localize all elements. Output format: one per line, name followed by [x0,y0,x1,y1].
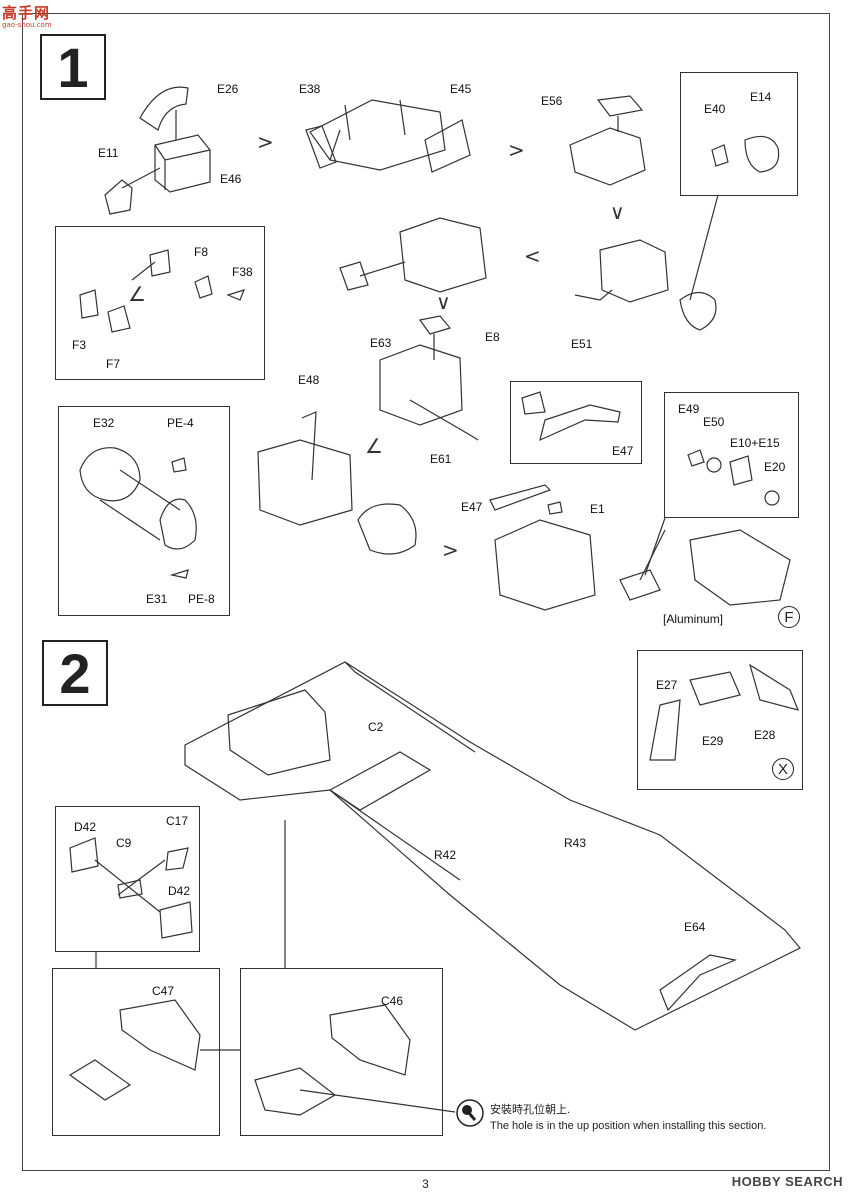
watermark-url: gao-shou.com [2,21,52,29]
part-label-f7: F7 [106,357,121,371]
part-label-e45: E45 [450,82,472,96]
part-label-e10-e15: E10+E15 [730,436,780,450]
part-label-e29: E29 [702,734,724,748]
part-label-e50: E50 [703,415,725,429]
installation-note: 安裝時孔位朝上. The hole is in the up position … [490,1102,766,1134]
part-label-e38: E38 [299,82,321,96]
part-label-c17: C17 [166,814,189,828]
detail-box-d42-c17 [55,806,200,952]
part-label-e56: E56 [541,94,563,108]
flow-arrow-right: > [442,538,459,562]
part-label-d42-bottom: D42 [168,884,191,898]
part-label-e51: E51 [571,337,593,351]
detail-box-c47 [52,968,220,1136]
footer-brand-watermark: HOBBY SEARCH [731,1174,843,1189]
page-frame [22,13,830,1171]
part-label-c9: C9 [116,836,132,850]
watermark-logo: 高手网 gao-shou.com [2,2,68,29]
part-label-pe4: PE-4 [167,416,194,430]
watermark-brand: 高手网 [2,4,51,22]
detail-box-c46 [240,968,443,1136]
caution-icon [456,1099,484,1127]
part-label-e27: E27 [656,678,678,692]
part-label-e1: E1 [590,502,605,516]
detail-box-e47 [510,381,642,464]
option-mark-x: X [772,758,794,780]
part-label-f3: F3 [72,338,87,352]
part-label-e61: E61 [430,452,452,466]
note-english: The hole is in the up position when inst… [490,1120,767,1132]
part-label-d42-top: D42 [74,820,97,834]
part-label-e64: E64 [684,920,706,934]
part-label-e26: E26 [217,82,239,96]
part-label-c46: C46 [381,994,404,1008]
part-label-e47-detail: E47 [612,444,634,458]
flow-arrow-down: ∨ [436,290,451,314]
part-label-e32: E32 [93,416,115,430]
detail-box-e40-e14 [680,72,798,196]
part-label-c47: C47 [152,984,175,998]
detail-box-e32-e31 [58,406,230,616]
step-number-2: 2 [42,640,108,706]
flow-arrow-right: > [508,138,525,162]
flow-arrow-left: < [524,244,541,268]
part-label-f38: F38 [232,265,253,279]
part-label-r42: R42 [434,848,457,862]
part-label-f8: F8 [194,245,209,259]
part-label-e11: E11 [98,146,119,160]
detail-box-e49-e20 [664,392,799,518]
step-number-1: 1 [40,34,106,100]
material-label-aluminum: [Aluminum] [663,612,724,626]
flow-arrow-down: ∨ [610,200,625,224]
part-label-e49: E49 [678,402,700,416]
option-mark-f: F [778,606,800,628]
part-label-e48: E48 [298,373,320,387]
part-label-e46: E46 [220,172,242,186]
detail-box-e27-e28 [637,650,803,790]
part-label-e28: E28 [754,728,776,742]
part-label-e63: E63 [370,336,392,350]
part-label-e8: E8 [485,330,500,344]
part-label-pe8: PE-8 [188,592,215,606]
flow-arrow-right: > [257,130,274,154]
detail-box-f-parts [55,226,265,380]
page-number: 3 [422,1177,429,1191]
part-label-e40: E40 [704,102,726,116]
flow-arrow-down-left: ∠ [365,434,383,458]
flow-arrow-up-left: ∠ [128,282,146,306]
part-label-e20: E20 [764,460,786,474]
part-label-e31: E31 [146,592,168,606]
part-label-r43: R43 [564,836,587,850]
note-chinese: 安裝時孔位朝上. [490,1104,571,1116]
part-label-e14: E14 [750,90,772,104]
part-label-e47: E47 [461,500,483,514]
part-label-c2: C2 [368,720,384,734]
